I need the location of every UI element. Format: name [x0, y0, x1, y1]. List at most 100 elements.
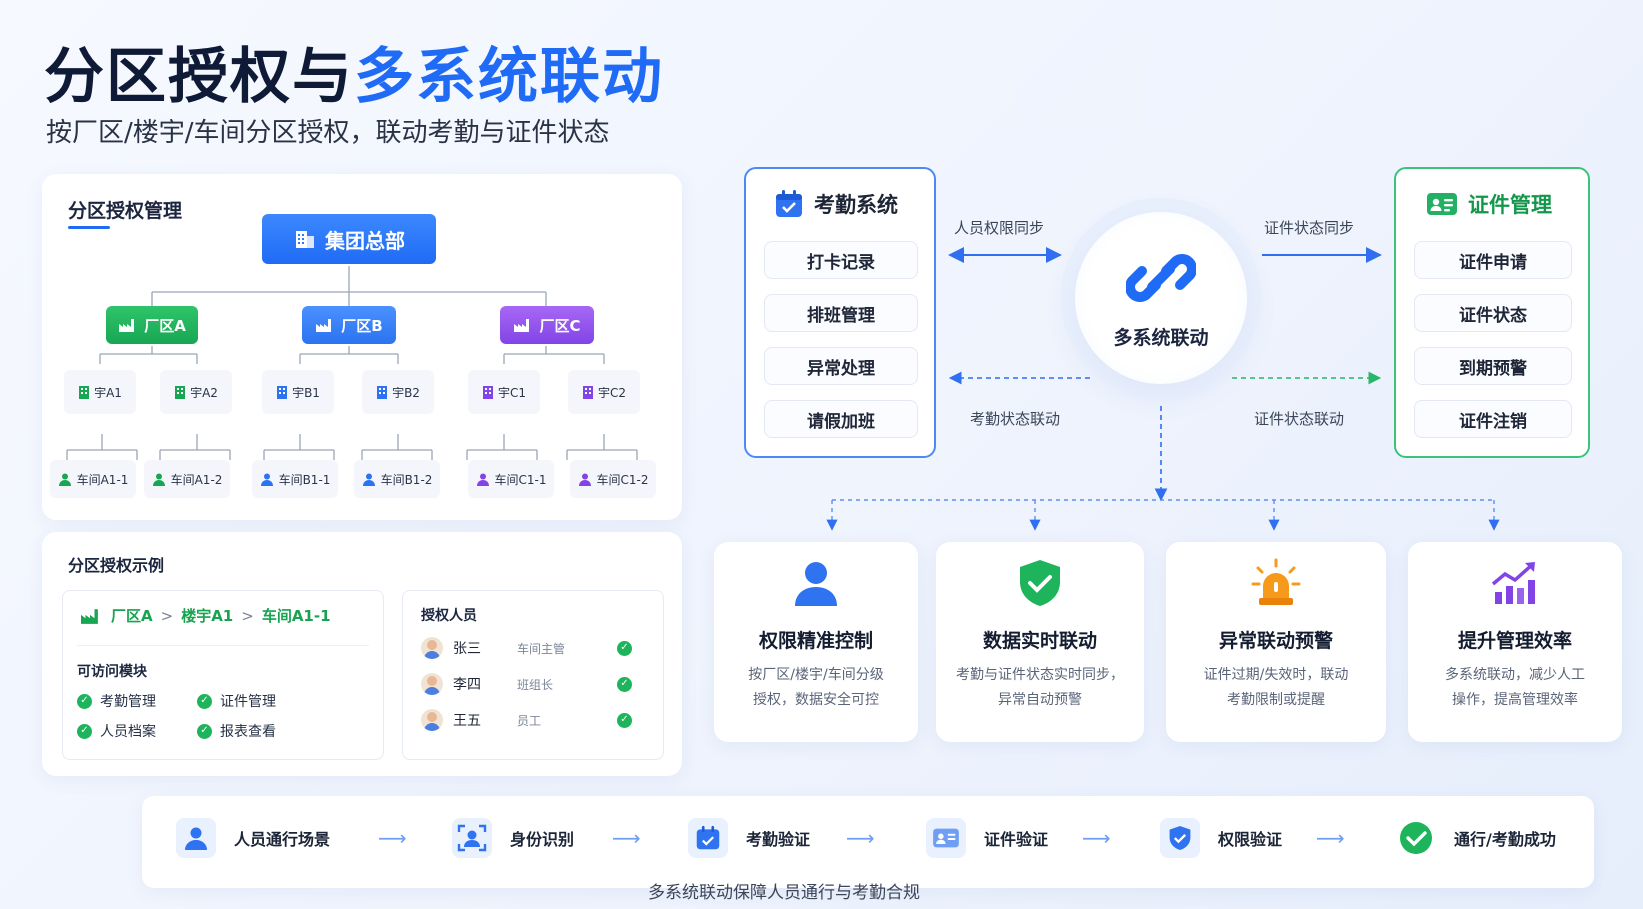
workshop-label: 车间A1-2: [170, 472, 223, 487]
multi-system-hub[interactable]: 多系统联动: [1075, 212, 1247, 384]
cert-item-revoke[interactable]: 证件注销: [1414, 400, 1572, 438]
person-name: 李四: [453, 677, 481, 693]
module-item[interactable]: ✓人员档案: [77, 721, 156, 741]
person-row[interactable]: 李四 班组长 ✓: [421, 673, 647, 695]
breadcrumb: 厂区A > 楼宇A1 > 车间A1-1: [77, 605, 331, 626]
hub-label: 多系统联动: [1113, 326, 1209, 349]
id-card-icon: [1427, 193, 1457, 215]
flow-label-cert-link: 证件状态联动: [1254, 410, 1345, 428]
certificate-system-title: 证件管理: [1468, 193, 1552, 217]
check-icon: ✓: [617, 676, 632, 692]
attendance-item-exception[interactable]: 异常处理: [764, 347, 918, 385]
feature-title: 数据实时联动: [982, 630, 1097, 652]
step-label: 通行/考勤成功: [1454, 830, 1556, 849]
cert-item-expiry-alert[interactable]: 到期预警: [1414, 347, 1572, 385]
zone-c-label: 厂区C: [539, 316, 581, 335]
process-step-permission: 权限验证: [1160, 818, 1282, 858]
person-row[interactable]: 张三 车间主管 ✓: [421, 637, 647, 659]
step-label: 证件验证: [984, 830, 1049, 849]
tree-root-hq[interactable]: 集团总部: [262, 214, 436, 264]
user-icon: [260, 473, 273, 486]
module-item[interactable]: ✓证件管理: [197, 691, 276, 711]
user-icon: [176, 818, 216, 858]
module-item[interactable]: ✓考勤管理: [77, 691, 156, 711]
step-label: 人员通行场景: [234, 830, 331, 849]
person-role: 员工: [517, 713, 542, 728]
building-icon: [296, 231, 314, 248]
feature-title: 异常联动预警: [1218, 630, 1333, 652]
workshop-node[interactable]: 车间B1-1: [252, 460, 338, 498]
attendance-item-schedule[interactable]: 排班管理: [764, 294, 918, 332]
arrow-icon: ⟶: [378, 826, 407, 850]
building-node[interactable]: 宇B1: [262, 370, 334, 414]
process-step-scene: 人员通行场景: [176, 818, 330, 858]
workshop-node[interactable]: 车间A1-1: [50, 460, 136, 498]
check-icon: ✓: [617, 712, 632, 728]
zone-node-b[interactable]: 厂区B: [302, 306, 396, 344]
avatar: [421, 637, 443, 659]
building-node[interactable]: 宇C2: [568, 370, 640, 414]
arrow-icon: ⟶: [612, 826, 641, 850]
factory-icon: [514, 319, 530, 332]
feature-desc: 考勤与证件状态实时同步，异常自动预警: [956, 667, 1124, 708]
flow-label-cert-sync: 证件状态同步: [1264, 219, 1355, 237]
process-step-attendance: 考勤验证: [688, 818, 810, 858]
building-node[interactable]: 宇C1: [468, 370, 540, 414]
flow-label-attendance-link: 考勤状态联动: [970, 410, 1061, 428]
person-row[interactable]: 王五 员工 ✓: [421, 709, 647, 731]
user-icon: [152, 473, 165, 486]
breadcrumb-zone[interactable]: 厂区A: [111, 607, 153, 625]
step-label: 身份识别: [510, 830, 575, 849]
attendance-item-leave[interactable]: 请假加班: [764, 400, 918, 438]
user-icon: [362, 473, 375, 486]
zone-node-c[interactable]: 厂区C: [500, 306, 594, 344]
check-icon: ✓: [197, 723, 212, 739]
breadcrumb-workshop[interactable]: 车间A1-1: [261, 607, 331, 625]
cert-item-status[interactable]: 证件状态: [1414, 294, 1572, 332]
example-scope-box: 厂区A > 楼宇A1 > 车间A1-1 可访问模块 ✓考勤管理 ✓证件管理 ✓人…: [62, 590, 384, 760]
check-icon: ✓: [77, 693, 92, 709]
building-icon: [582, 386, 593, 399]
feature-card-precise-control: 权限精准控制 按厂区/楼宇/车间分级授权，数据安全可控: [714, 542, 918, 742]
arrow-icon: ⟶: [1316, 826, 1345, 850]
step-label: 权限验证: [1218, 830, 1283, 849]
feature-title: 提升管理效率: [1457, 630, 1572, 652]
divider: [77, 645, 369, 646]
feature-desc: 证件过期/失效时，联动考勤限制或提醒: [1203, 667, 1349, 708]
shield-check-icon: [1020, 560, 1060, 606]
person-role: 班组长: [517, 677, 554, 692]
alarm-light-icon: [1251, 558, 1301, 605]
zone-a-label: 厂区A: [144, 316, 186, 335]
factory-icon: [81, 608, 98, 624]
user-icon: [578, 473, 591, 486]
module-item[interactable]: ✓报表查看: [197, 721, 276, 741]
workshop-node[interactable]: 车间B1-2: [354, 460, 440, 498]
authorized-people-box: 授权人员 张三 车间主管 ✓ 李四 班组长 ✓ 王五 员工 ✓: [402, 590, 664, 760]
zone-node-a[interactable]: 厂区A: [106, 306, 198, 344]
step-label: 考勤验证: [746, 830, 811, 849]
workshop-node[interactable]: 车间C1-1: [468, 460, 554, 498]
user-icon: [476, 473, 489, 486]
check-icon: ✓: [197, 693, 212, 709]
building-node[interactable]: 宇A1: [64, 370, 136, 414]
feature-card-efficiency: 提升管理效率 多系统联动，减少人工操作，提高管理效率: [1408, 542, 1622, 742]
building-icon: [79, 386, 90, 399]
page-title-part1: 分区授权与: [44, 42, 354, 112]
building-node[interactable]: 宇A2: [160, 370, 232, 414]
avatar: [421, 709, 443, 731]
example-title: 分区授权示例: [68, 556, 165, 575]
process-step-identify: 身份识别: [452, 818, 574, 858]
cert-item-apply[interactable]: 证件申请: [1414, 241, 1572, 279]
person-name: 王五: [453, 713, 481, 729]
feature-card-realtime-sync: 数据实时联动 考勤与证件状态实时同步，异常自动预警: [936, 542, 1144, 742]
building-label: 宇A2: [190, 385, 218, 400]
attendance-item-clockin[interactable]: 打卡记录: [764, 241, 918, 279]
check-icon: ✓: [77, 723, 92, 739]
workshop-node[interactable]: 车间A1-2: [144, 460, 230, 498]
building-icon: [377, 386, 388, 399]
workshop-node[interactable]: 车间C1-2: [570, 460, 656, 498]
flow-label-permission-sync: 人员权限同步: [954, 219, 1045, 237]
breadcrumb-building[interactable]: 楼宇A1: [181, 607, 234, 625]
workshop-label: 车间B1-2: [380, 472, 433, 487]
building-node[interactable]: 宇B2: [362, 370, 434, 414]
